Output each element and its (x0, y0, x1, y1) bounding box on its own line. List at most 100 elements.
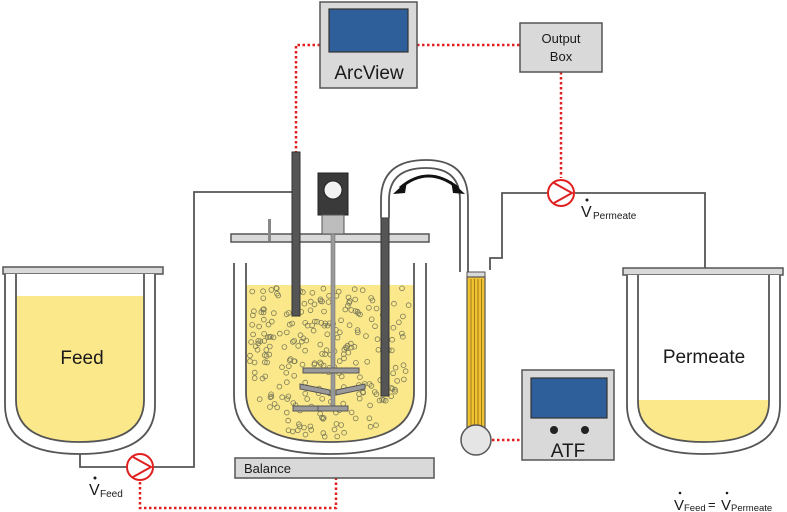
atf-filter (460, 271, 492, 456)
atf-controller-button-right (581, 426, 589, 434)
bubble (297, 332, 304, 339)
bubble (248, 339, 254, 345)
bubble (322, 351, 328, 357)
bubble (359, 287, 366, 294)
reactor-probe-right (380, 217, 390, 397)
bubble (367, 402, 373, 409)
bubble (357, 374, 363, 381)
bubble (279, 364, 285, 371)
bubble (279, 394, 286, 401)
feed-pump (126, 453, 154, 481)
reactor-vessel-inner (245, 263, 415, 443)
bubble (286, 321, 293, 328)
bubble (351, 286, 358, 293)
bubble (291, 372, 298, 379)
bubble (267, 394, 274, 401)
bubble (268, 391, 274, 398)
bubble (308, 427, 315, 433)
bubble (300, 335, 307, 342)
bubble (256, 396, 263, 403)
bubble (302, 347, 308, 354)
bubble (344, 303, 351, 309)
bubble (251, 359, 258, 366)
bubble (274, 404, 281, 411)
bubble (394, 378, 401, 384)
feed-tube-to-reactor (154, 191, 296, 468)
bubble (348, 340, 354, 347)
bubble (296, 423, 303, 430)
bubble (270, 310, 277, 316)
permeate-tube (489, 192, 548, 270)
bubble (250, 312, 256, 319)
bubble (336, 329, 343, 336)
bubble (302, 431, 309, 438)
bubble (307, 423, 314, 430)
bubble (295, 343, 302, 349)
bubble (341, 355, 347, 362)
bubble (251, 375, 258, 381)
bubble (392, 364, 399, 371)
bubble (348, 307, 355, 313)
bubble (396, 319, 402, 326)
bubble (357, 311, 363, 318)
arcview-monitor: ArcView (319, 1, 418, 89)
bubble (311, 301, 318, 308)
bubble (354, 329, 361, 336)
bubble (256, 323, 262, 330)
permeate-tube-out (575, 192, 706, 268)
feed-vessel-inner (15, 274, 145, 443)
bubble (286, 357, 293, 364)
bubble (259, 375, 266, 382)
signal-pump-to-balance (138, 478, 338, 510)
bubble (352, 296, 359, 303)
bubble (274, 290, 280, 297)
bubble (290, 400, 297, 406)
balance: Balance (234, 457, 435, 479)
signal-lines (138, 43, 563, 510)
equation-v1: V (674, 497, 684, 512)
feed-vessel: Feed (2, 266, 164, 455)
bubble (249, 321, 256, 328)
bubble (341, 429, 347, 436)
bubble (320, 285, 327, 292)
permeate-flow-v: V (581, 204, 592, 221)
bubble (317, 298, 324, 304)
bubble (255, 337, 262, 344)
atf-filter-cap (466, 271, 486, 278)
bubble (353, 359, 359, 366)
reactor-stirrer-shaft (330, 233, 336, 411)
bubble (401, 376, 407, 383)
permeate-label: Permeate (663, 347, 745, 368)
bubble (371, 389, 378, 395)
permeate-vessel: Permeate (622, 267, 784, 455)
bubble (363, 333, 369, 339)
bubble (311, 360, 318, 367)
arcview-label: ArcView (334, 63, 404, 84)
atf-controller: ATF (521, 369, 615, 462)
bubble (321, 308, 327, 315)
bubble (317, 359, 323, 366)
bubble (391, 300, 397, 307)
bubble (285, 417, 292, 424)
bubble (390, 324, 397, 331)
bubble (368, 316, 375, 323)
bubble (289, 320, 296, 327)
reactor-thin-rod (268, 219, 271, 241)
bubble (261, 359, 268, 366)
bubble (351, 343, 358, 350)
feed-flow-label: V Feed (89, 476, 123, 500)
bubble (324, 322, 331, 329)
bubble (400, 313, 406, 320)
bubble (355, 310, 362, 317)
bubble (392, 388, 398, 395)
bubble (264, 359, 270, 366)
feed-flow-v: V (89, 482, 100, 499)
permeate-vessel-inner (637, 275, 770, 443)
bubble (261, 330, 267, 337)
bubble (302, 390, 309, 397)
bubble (265, 334, 271, 341)
bubble (301, 300, 308, 307)
bubble (320, 415, 326, 422)
reactor-impellers (292, 367, 366, 412)
bubble (285, 393, 292, 400)
